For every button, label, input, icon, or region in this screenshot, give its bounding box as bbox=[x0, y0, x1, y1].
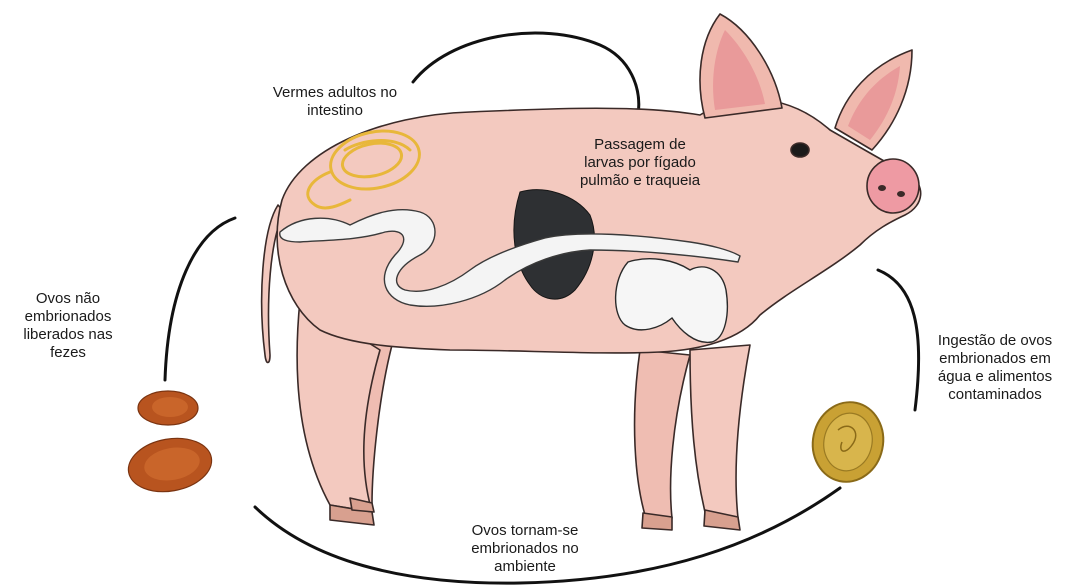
label-unembryonated-eggs: Ovos não embrionados liberados nas fezes bbox=[8, 290, 128, 362]
arc-left bbox=[165, 218, 235, 380]
label-larval-migration: Passagem de larvas por fígado pulmão e t… bbox=[560, 136, 720, 190]
label-embryonation: Ovos tornam-se embrionados no ambiente bbox=[440, 522, 610, 576]
egg-unembryonated-top-inner bbox=[152, 397, 188, 417]
label-adult-worms: Vermes adultos no intestino bbox=[240, 84, 430, 120]
arc-top bbox=[413, 33, 639, 115]
unembryonated-eggs bbox=[124, 391, 216, 498]
label-ingestion: Ingestão de ovos embrionados em água e a… bbox=[925, 332, 1065, 404]
pig-nostril-right bbox=[897, 191, 905, 197]
arc-right bbox=[878, 270, 919, 410]
pig-front-leg-far bbox=[635, 350, 690, 518]
pig-snout bbox=[867, 159, 919, 213]
pig-nostril-left bbox=[878, 185, 886, 191]
pig-front-leg-near bbox=[690, 345, 750, 518]
embryonated-egg bbox=[805, 396, 890, 489]
pig-eye bbox=[791, 143, 809, 157]
